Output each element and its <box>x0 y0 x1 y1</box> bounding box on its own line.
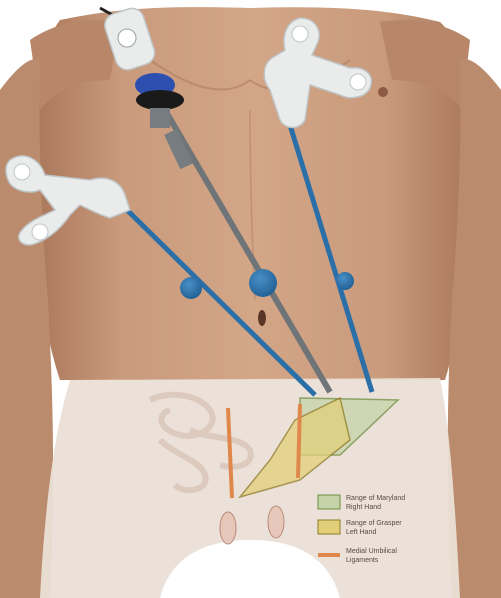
navel <box>258 310 266 326</box>
left-port <box>180 277 202 299</box>
nipple <box>378 87 388 97</box>
legend-maryland-line2: Right Hand <box>346 504 381 511</box>
ligament-right <box>298 404 300 478</box>
left-structure <box>220 512 236 544</box>
legend-maryland-line1: Range of Maryland <box>346 495 405 502</box>
legend-swatch-grasper <box>318 520 340 534</box>
legend-ligaments-line2: Ligaments <box>346 557 379 564</box>
camera-port <box>249 269 277 297</box>
legend-grasper-line1: Range of Grasper <box>346 520 402 527</box>
legend-swatch-maryland <box>318 495 340 509</box>
right-port <box>336 272 354 290</box>
legend-grasper-line2: Left Hand <box>346 529 376 536</box>
right-structure <box>268 506 284 538</box>
legend-ligaments-line1: Medial Umbilical <box>346 548 397 555</box>
